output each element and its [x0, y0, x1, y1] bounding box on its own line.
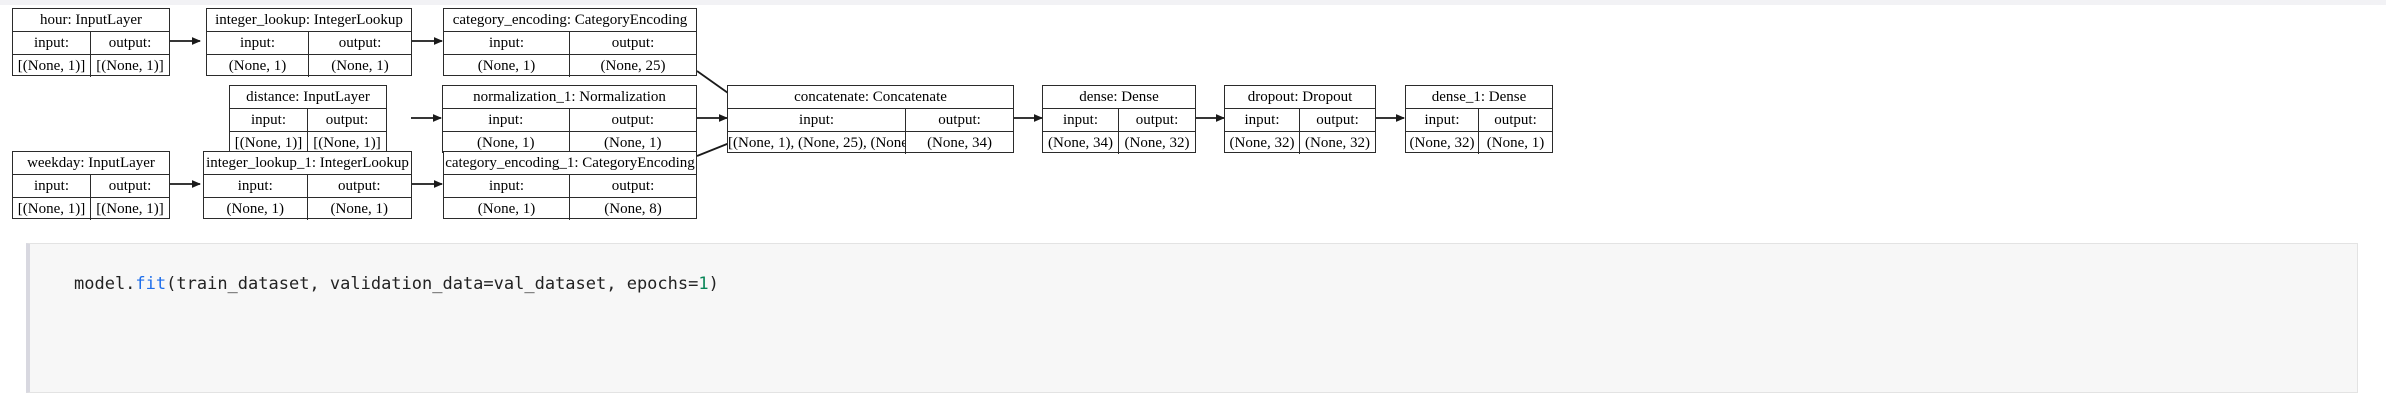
node-output-label: output: — [1135, 112, 1179, 128]
node-title: normalization_1: Normalization — [443, 86, 696, 109]
node-weekday[interactable]: weekday: InputLayer input: output: [(Non… — [12, 151, 170, 220]
node-input-label: input: — [728, 109, 907, 131]
node-input-shape: (None, 1) — [204, 198, 308, 220]
node-input-label: input: — [444, 32, 570, 54]
node-category_encoding[interactable]: category_encoding: CategoryEncoding inpu… — [443, 8, 697, 77]
code-token: fit — [135, 274, 167, 294]
node-output-label: output: — [108, 35, 152, 51]
node-input-shape: [(None, 1)] — [13, 198, 91, 220]
node-input-shape: (None, 1) — [443, 132, 570, 154]
node-input-label: input: — [443, 109, 570, 131]
node-output-shape: (None, 32) — [1124, 135, 1190, 151]
node-output-label: output: — [337, 178, 381, 194]
node-input-label: input: — [1043, 109, 1119, 131]
node-output-label: output: — [1316, 112, 1359, 128]
node-input-shape: (None, 1) — [444, 55, 570, 77]
node-input-label: input: — [207, 32, 309, 54]
node-output-shape: (None, 1) — [604, 135, 662, 151]
node-dense_1[interactable]: dense_1: Dense input: output: (None, 32)… — [1405, 85, 1553, 154]
node-input-shape: (None, 34) — [1043, 132, 1119, 154]
node-output-shape: [(None, 1)] — [96, 58, 164, 74]
node-title: hour: InputLayer — [13, 9, 169, 32]
node-output-label: output: — [611, 178, 655, 194]
code-line[interactable]: model.fit(train_dataset, validation_data… — [74, 272, 719, 296]
node-input-label: input: — [1406, 109, 1479, 131]
node-output-shape: (None, 1) — [331, 58, 389, 74]
node-input-label: input: — [13, 32, 91, 54]
node-normalization_1[interactable]: normalization_1: Normalization input: ou… — [442, 85, 697, 154]
node-output-shape: [(None, 1)] — [96, 201, 164, 217]
node-input-label: input: — [13, 175, 91, 197]
code-token: ) — [708, 274, 719, 294]
node-title: integer_lookup_1: IntegerLookup — [204, 152, 411, 175]
node-output-label: output: — [338, 35, 382, 51]
node-title: dense_1: Dense — [1406, 86, 1552, 109]
node-concatenate[interactable]: concatenate: Concatenate input: output: … — [727, 85, 1014, 154]
node-dense[interactable]: dense: Dense input: output: (None, 34) (… — [1042, 85, 1196, 154]
node-title: weekday: InputLayer — [13, 152, 169, 175]
node-integer_lookup[interactable]: integer_lookup: IntegerLookup input: out… — [206, 8, 412, 77]
node-output-label: output: — [938, 112, 981, 128]
node-output-shape: (None, 25) — [600, 58, 666, 74]
node-input-label: input: — [444, 175, 570, 197]
node-title: concatenate: Concatenate — [728, 86, 1013, 109]
node-input-label: input: — [1225, 109, 1300, 131]
node-input-shape: [(None, 1)] — [13, 55, 91, 77]
node-output-shape: (None, 1) — [330, 201, 388, 217]
node-title: dense: Dense — [1043, 86, 1195, 109]
node-category_encoding_1[interactable]: category_encoding_1: CategoryEncoding in… — [443, 151, 697, 220]
node-input-shape: (None, 32) — [1225, 132, 1300, 154]
node-title: dropout: Dropout — [1225, 86, 1375, 109]
node-output-label: output: — [108, 178, 152, 194]
code-token: model. — [74, 274, 136, 294]
node-output-label: output: — [325, 112, 369, 128]
node-distance[interactable]: distance: InputLayer input: output: [(No… — [229, 85, 387, 154]
node-output-shape: (None, 34) — [927, 135, 993, 151]
node-title: integer_lookup: IntegerLookup — [207, 9, 411, 32]
node-output-label: output: — [1494, 112, 1537, 128]
node-dropout[interactable]: dropout: Dropout input: output: (None, 3… — [1224, 85, 1376, 154]
node-input-shape: [(None, 1), (None, 25), (None, 8)] — [728, 132, 907, 154]
node-title: category_encoding: CategoryEncoding — [444, 9, 696, 32]
page-top-strip — [0, 0, 2386, 5]
node-title: distance: InputLayer — [230, 86, 386, 109]
node-input-shape: (None, 32) — [1406, 132, 1479, 154]
node-output-shape: (None, 1) — [1486, 135, 1545, 151]
node-output-label: output: — [611, 35, 655, 51]
node-title: category_encoding_1: CategoryEncoding — [444, 152, 696, 175]
node-input-shape: (None, 1) — [207, 55, 309, 77]
node-input-label: input: — [204, 175, 308, 197]
node-hour[interactable]: hour: InputLayer input: output: [(None, … — [12, 8, 170, 77]
notebook-code-cell[interactable]: model.fit(train_dataset, validation_data… — [26, 243, 2358, 393]
code-token: 1 — [698, 274, 709, 294]
node-input-label: input: — [230, 109, 308, 131]
code-token: (train_dataset, validation_data=val_data… — [166, 274, 699, 294]
node-output-shape: [(None, 1)] — [313, 135, 381, 151]
node-input-shape: [(None, 1)] — [230, 132, 308, 154]
node-output-shape: (None, 8) — [604, 201, 662, 217]
node-output-label: output: — [611, 112, 654, 128]
node-output-shape: (None, 32) — [1305, 135, 1370, 151]
node-integer_lookup_1[interactable]: integer_lookup_1: IntegerLookup input: o… — [203, 151, 412, 220]
node-input-shape: (None, 1) — [444, 198, 570, 220]
